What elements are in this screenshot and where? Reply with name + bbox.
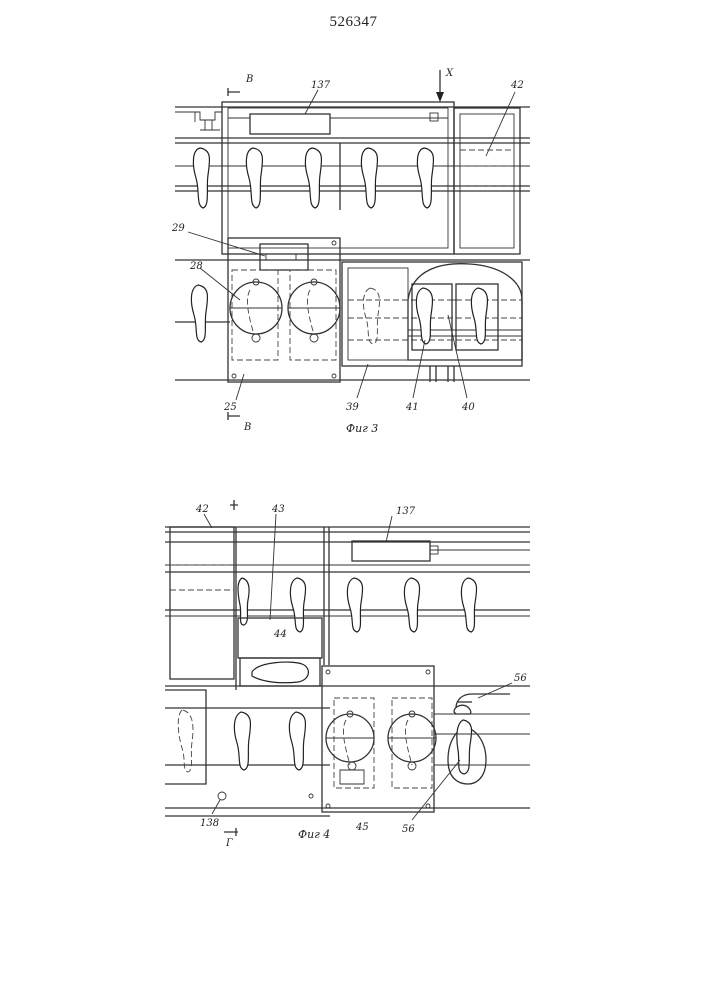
figure-4: 42 43 137 44 56 56 138 45 Г Фиг 4 [165, 500, 530, 849]
leader [448, 315, 467, 398]
arrow-head [436, 92, 444, 102]
unit-137 [352, 541, 430, 561]
label-39: 39 [346, 402, 359, 413]
label-x: Х [445, 68, 454, 79]
section-mark [228, 412, 240, 420]
bolt [332, 374, 336, 378]
hidden-shoe [363, 288, 379, 344]
unit-137 [250, 114, 330, 134]
label-42: 42 [195, 504, 209, 515]
label-41: 41 [405, 402, 419, 413]
hidden-box [392, 698, 432, 788]
panel-45 [322, 666, 434, 812]
leader [204, 514, 212, 528]
leader [212, 800, 220, 814]
shoe-sole [252, 662, 308, 683]
label-56-bottom: 56 [402, 824, 415, 835]
holder-clamp [454, 705, 471, 714]
bolt [232, 374, 236, 378]
hidden-box [232, 270, 278, 360]
hidden-shoe [405, 720, 412, 765]
label-29: 29 [171, 223, 185, 234]
hidden-shoe [343, 720, 350, 765]
pivot [252, 334, 260, 342]
bolt [309, 794, 313, 798]
pipe-fitting [175, 112, 222, 130]
label-44: 44 [273, 629, 287, 640]
bolt [332, 241, 336, 245]
shoe-last [305, 148, 321, 208]
pivot [348, 762, 356, 770]
pivot [408, 762, 416, 770]
leader [236, 374, 244, 400]
leader [270, 514, 276, 620]
box-42-inner [460, 114, 514, 248]
label-56-top: 56 [514, 673, 527, 684]
bolt-138 [218, 792, 226, 800]
label-138: 138 [200, 818, 219, 829]
pivot [310, 334, 318, 342]
leader [357, 364, 368, 398]
leader [386, 516, 392, 542]
bolt [426, 670, 430, 674]
hidden-shoe [178, 710, 193, 772]
valve [430, 113, 438, 121]
figure-4-caption: Фиг 4 [298, 828, 330, 841]
section-mark [230, 500, 238, 510]
bolt [326, 670, 330, 674]
shoe-last [347, 578, 362, 632]
shoe-last [234, 712, 250, 770]
shoe-last [417, 148, 433, 208]
label-43: 43 [271, 504, 285, 515]
partial-box [165, 690, 206, 784]
shoe-last [361, 148, 377, 208]
shoe-last [191, 285, 207, 342]
label-28: 28 [189, 261, 203, 272]
shoe-last [290, 578, 305, 632]
figure-3: 137 42 29 28 25 39 41 40 Х В В Фиг 3 [171, 68, 530, 435]
leader [412, 760, 460, 820]
shoe-last [246, 148, 262, 208]
box-42 [454, 108, 520, 254]
slot [266, 254, 296, 260]
leader [413, 340, 425, 398]
shoe-last [289, 712, 305, 770]
bracket [340, 770, 364, 784]
label-25: 25 [223, 402, 237, 413]
label-137: 137 [311, 80, 331, 91]
hidden-box [290, 270, 336, 360]
leader [188, 232, 265, 256]
shoe-last [193, 148, 209, 208]
leader [478, 683, 512, 698]
section-mark [224, 828, 238, 836]
shoe-last [457, 720, 472, 774]
hidden-shoe [247, 290, 254, 335]
section-label-top: В [245, 74, 253, 85]
hidden-shoe [307, 290, 314, 335]
label-137: 137 [396, 506, 416, 517]
section-label-bottom: В [243, 422, 251, 433]
label-45: 45 [355, 822, 369, 833]
box-42 [170, 527, 234, 679]
section-mark [228, 88, 240, 96]
leader [486, 92, 515, 156]
shoe-last [404, 578, 419, 632]
shoe-last [461, 578, 476, 632]
figure-3-caption: Фиг 3 [346, 422, 378, 435]
section-label-bottom: Г [225, 838, 233, 849]
label-42: 42 [510, 80, 524, 91]
label-40: 40 [461, 402, 475, 413]
